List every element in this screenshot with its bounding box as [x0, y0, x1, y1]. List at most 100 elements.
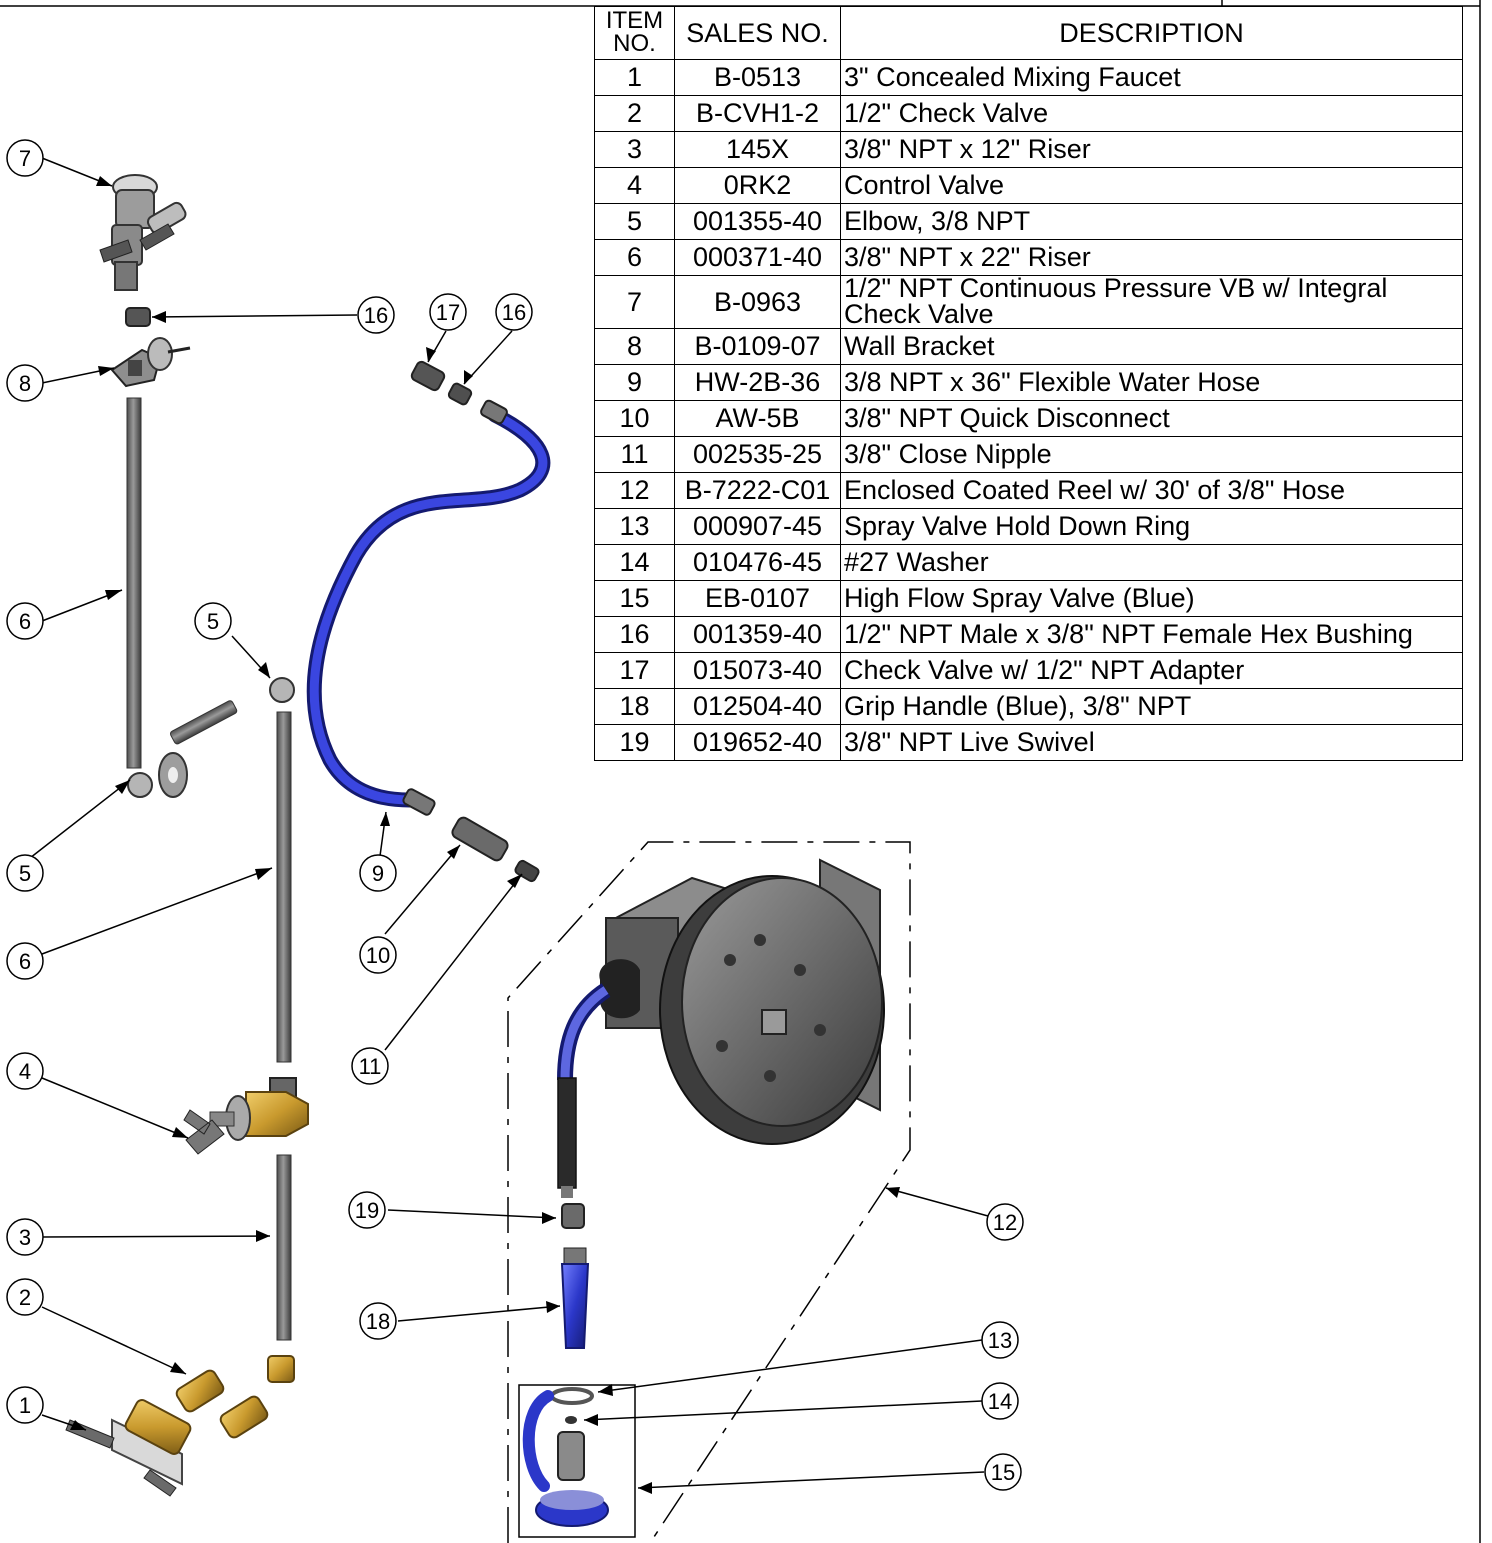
balloon-circle: [6, 854, 44, 892]
bom-item-no: 8: [594, 328, 675, 365]
balloon-label: 5: [19, 861, 31, 886]
balloon-label: 2: [19, 1285, 31, 1310]
balloon-label: 6: [19, 949, 31, 974]
part-mixing-faucet: [65, 1399, 192, 1497]
balloon-label: 18: [366, 1309, 390, 1334]
bom-sales-no: 012504-40: [674, 688, 841, 725]
balloon-item-11: 11: [351, 1047, 389, 1085]
header-item-no: ITEM NO.: [594, 6, 675, 60]
bom-description: 3/8" NPT x 22" Riser: [840, 239, 1463, 276]
balloon-label: 16: [502, 300, 526, 325]
part-hose-reel: [557, 858, 885, 1198]
part-live-swivel: [561, 1203, 585, 1229]
balloon-label: 16: [364, 303, 388, 328]
part-grip-handle: [560, 1247, 590, 1349]
balloon-item-12: 12: [986, 1203, 1024, 1241]
bom-description: Elbow, 3/8 NPT: [840, 203, 1463, 240]
bom-item-no: 6: [594, 239, 675, 276]
balloon-item-16: 16: [495, 293, 533, 331]
bom-description: 3/8" Close Nipple: [840, 436, 1463, 473]
bom-sales-no: 019652-40: [674, 724, 841, 761]
balloon-circle: [348, 1191, 386, 1229]
bom-description: Enclosed Coated Reel w/ 30' of 3/8" Hose: [840, 472, 1463, 509]
bom-item-no: 3: [594, 131, 675, 168]
bom-sales-no: 010476-45: [674, 544, 841, 581]
bom-item-no: 16: [594, 616, 675, 653]
bom-sales-no: 015073-40: [674, 652, 841, 689]
balloon-item-16: 16: [357, 296, 395, 334]
balloon-circle: [6, 1278, 44, 1316]
bom-description: 3/8 NPT x 36" Flexible Water Hose: [840, 364, 1463, 401]
bom-sales-no: AW-5B: [674, 400, 841, 437]
balloon-item-18: 18: [359, 1302, 397, 1340]
part-riser-lower: [276, 711, 292, 1063]
bom-sales-no: B-0513: [674, 59, 841, 96]
balloon-label: 4: [19, 1059, 31, 1084]
header-item-line1: ITEM: [605, 7, 664, 35]
balloon-circle: [359, 936, 397, 974]
balloon-item-3: 3: [6, 1218, 44, 1256]
bom-description: Grip Handle (Blue), 3/8" NPT: [840, 688, 1463, 725]
balloon-item-2: 2: [6, 1278, 44, 1316]
balloon-circle: [6, 1218, 44, 1256]
bom-sales-no: 001359-40: [674, 616, 841, 653]
bom-sales-no: HW-2B-36: [674, 364, 841, 401]
bom-item-no: 19: [594, 724, 675, 761]
bom-item-no: 17: [594, 652, 675, 689]
reel-enclosure-phantom-outline: [507, 841, 911, 1543]
balloon-item-5: 5: [194, 602, 232, 640]
bom-description: 3" Concealed Mixing Faucet: [840, 59, 1463, 96]
balloon-circle: [6, 1386, 44, 1424]
header-item-line2: NO.: [613, 30, 656, 57]
bom-item-no: 4: [594, 167, 675, 204]
part-quick-disconnect: [451, 816, 509, 862]
bom-item-no: 15: [594, 580, 675, 617]
balloon-item-9: 9: [359, 854, 397, 892]
balloon-circle: [6, 942, 44, 980]
bom-item-no: 5: [594, 203, 675, 240]
leader-arrowheads: [70, 176, 900, 1494]
part-check-valve-adapter: [410, 360, 446, 392]
bom-description: 3/8" NPT Live Swivel: [840, 724, 1463, 761]
part-wall-bracket: [110, 337, 191, 388]
balloon-circle: [981, 1382, 1019, 1420]
bom-description: 3/8" NPT x 12" Riser: [840, 131, 1463, 168]
bom-sales-no: B-0109-07: [674, 328, 841, 365]
bom-sales-no: 000371-40: [674, 239, 841, 276]
part-hex-bushing-upper: [125, 307, 151, 327]
balloon-item-6: 6: [6, 602, 44, 640]
balloon-label: 9: [372, 861, 384, 886]
bom-description: Wall Bracket: [840, 328, 1463, 365]
balloon-label: 13: [988, 1328, 1012, 1353]
bom-item-no: 13: [594, 508, 675, 545]
bom-sales-no: EB-0107: [674, 580, 841, 617]
leader-lines: [29, 157, 989, 1489]
bom-description: 3/8" NPT Quick Disconnect: [840, 400, 1463, 437]
part-escutcheon: [158, 752, 188, 798]
bom-sales-no: B-7222-C01: [674, 472, 841, 509]
bom-description: 1/2" NPT Male x 3/8" NPT Female Hex Bush…: [840, 616, 1463, 653]
part-control-valve: [183, 1077, 309, 1155]
bom-item-no: 11: [594, 436, 675, 473]
bom-sales-no: 0RK2: [674, 167, 841, 204]
balloon-circle: [6, 139, 44, 177]
balloon-circle: [359, 1302, 397, 1340]
part-vacuum-breaker: [99, 174, 187, 291]
part-nipple-horizontal: [169, 700, 238, 745]
balloon-item-6: 6: [6, 942, 44, 980]
bom-description: #27 Washer: [840, 544, 1463, 581]
balloon-label: 17: [436, 300, 460, 325]
bom-description: Spray Valve Hold Down Ring: [840, 508, 1463, 545]
balloon-item-4: 4: [6, 1052, 44, 1090]
balloon-circle: [981, 1321, 1019, 1359]
part-riser-upper: [126, 397, 142, 769]
balloon-circle: [6, 364, 44, 402]
bom-item-no: 14: [594, 544, 675, 581]
bom-item-no: 2: [594, 95, 675, 132]
